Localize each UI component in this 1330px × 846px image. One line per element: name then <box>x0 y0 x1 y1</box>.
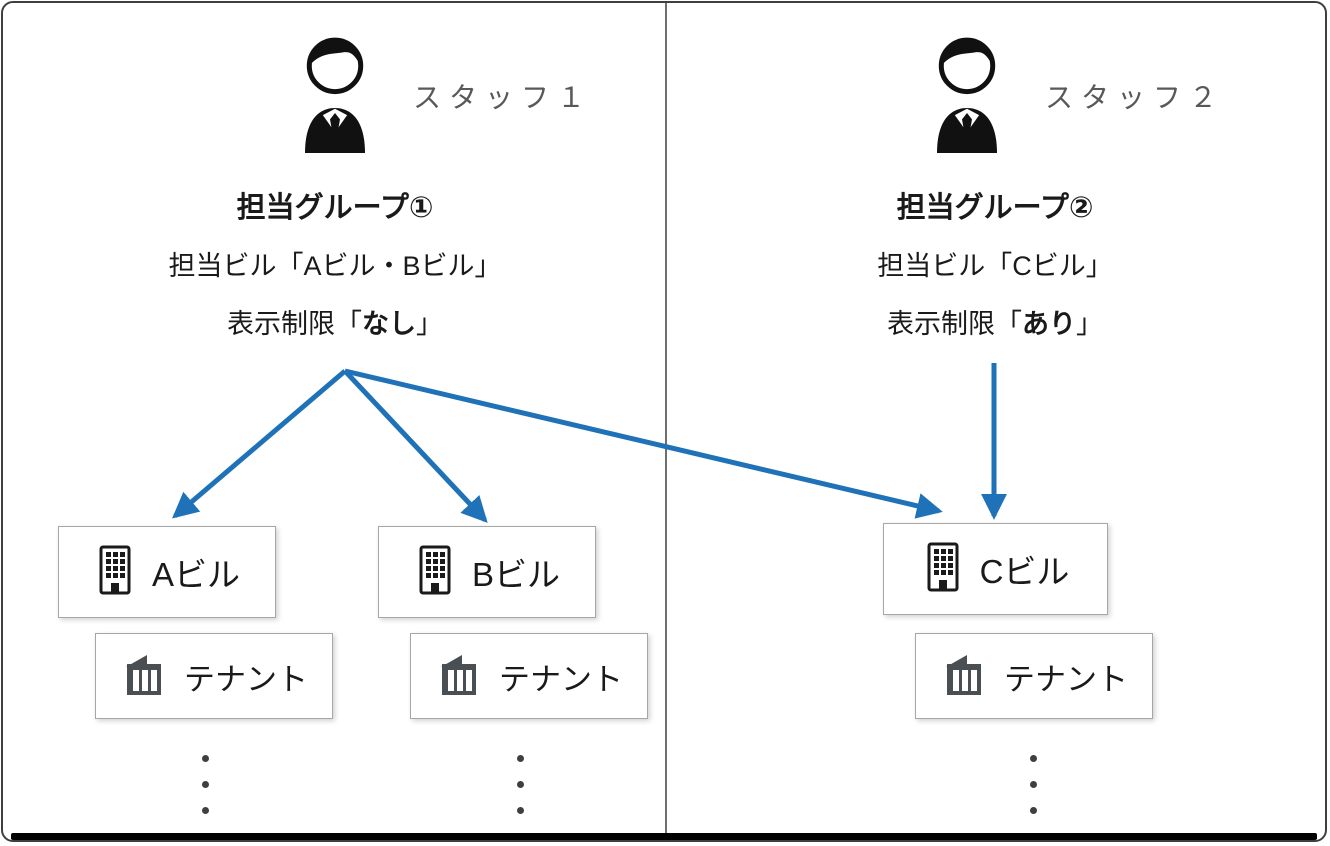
building-b-box: Bビル <box>378 526 596 618</box>
staff2-header: スタッフ２ <box>931 33 1225 158</box>
building-c-label: Cビル <box>979 553 1070 590</box>
vertical-ellipsis-dot <box>1030 807 1037 814</box>
group2-title: 担当グループ② <box>896 192 1094 224</box>
arrow-group1-to-buildingB <box>343 369 488 523</box>
group1-title: 担当グループ① <box>236 192 434 224</box>
staff1-label: スタッフ１ <box>413 81 594 113</box>
tenant-c-label: テナント <box>1004 661 1128 697</box>
tenant-c-box: テナント <box>915 633 1153 719</box>
restriction-value: なし <box>362 309 416 339</box>
vertical-ellipsis-dot <box>1030 781 1037 788</box>
arrow-group1-to-buildingA <box>172 369 347 519</box>
tenant-a-label: テナント <box>184 661 308 697</box>
group1-block: 担当グループ① 担当ビル「Aビル・Bビル」 表示制限「なし」 <box>125 179 545 353</box>
bottom-bar <box>11 833 1317 840</box>
tenant-b-label: テナント <box>499 661 623 697</box>
vertical-ellipsis-dot <box>517 807 524 814</box>
tenant-building-icon <box>435 651 483 702</box>
group2-buildings-line: 担当ビル「Cビル」 <box>877 251 1113 281</box>
staff2-label: スタッフ２ <box>1045 81 1226 113</box>
restriction-suffix: 」 <box>1076 309 1103 339</box>
building-a-box: Aビル <box>58 526 276 618</box>
office-building-icon <box>94 544 136 601</box>
tenant-a-box: テナント <box>95 633 333 719</box>
restriction-value: あり <box>1022 309 1076 339</box>
restriction-prefix: 表示制限「 <box>227 309 362 339</box>
building-a-label: Aビル <box>151 556 240 593</box>
vertical-ellipsis <box>517 755 524 814</box>
vertical-ellipsis-dot <box>202 781 209 788</box>
vertical-ellipsis-dot <box>517 781 524 788</box>
vertical-ellipsis <box>1030 755 1037 814</box>
vertical-ellipsis-dot <box>202 755 209 762</box>
tenant-building-icon <box>940 651 988 702</box>
person-icon <box>299 33 371 158</box>
vertical-ellipsis <box>202 755 209 814</box>
building-c-box: Cビル <box>883 523 1108 615</box>
office-building-icon <box>922 541 964 598</box>
group2-block: 担当グループ② 担当ビル「Cビル」 表示制限「あり」 <box>785 179 1205 353</box>
restriction-suffix: 」 <box>416 309 443 339</box>
person-icon <box>931 33 1003 158</box>
office-building-icon <box>414 544 456 601</box>
tenant-b-box: テナント <box>410 633 648 719</box>
building-b-label: Bビル <box>471 556 560 593</box>
tenant-building-icon <box>120 651 168 702</box>
group2-restriction-line: 表示制限「あり」 <box>785 295 1205 353</box>
vertical-ellipsis-dot <box>202 807 209 814</box>
vertical-ellipsis-dot <box>517 755 524 762</box>
arrow-group1-to-buildingC <box>344 368 943 519</box>
restriction-prefix: 表示制限「 <box>887 309 1022 339</box>
panel-divider <box>665 3 667 840</box>
vertical-ellipsis-dot <box>1030 755 1037 762</box>
staff1-header: スタッフ１ <box>299 33 593 158</box>
group1-restriction-line: 表示制限「なし」 <box>125 295 545 353</box>
group1-buildings-line: 担当ビル「Aビル・Bビル」 <box>168 251 502 281</box>
